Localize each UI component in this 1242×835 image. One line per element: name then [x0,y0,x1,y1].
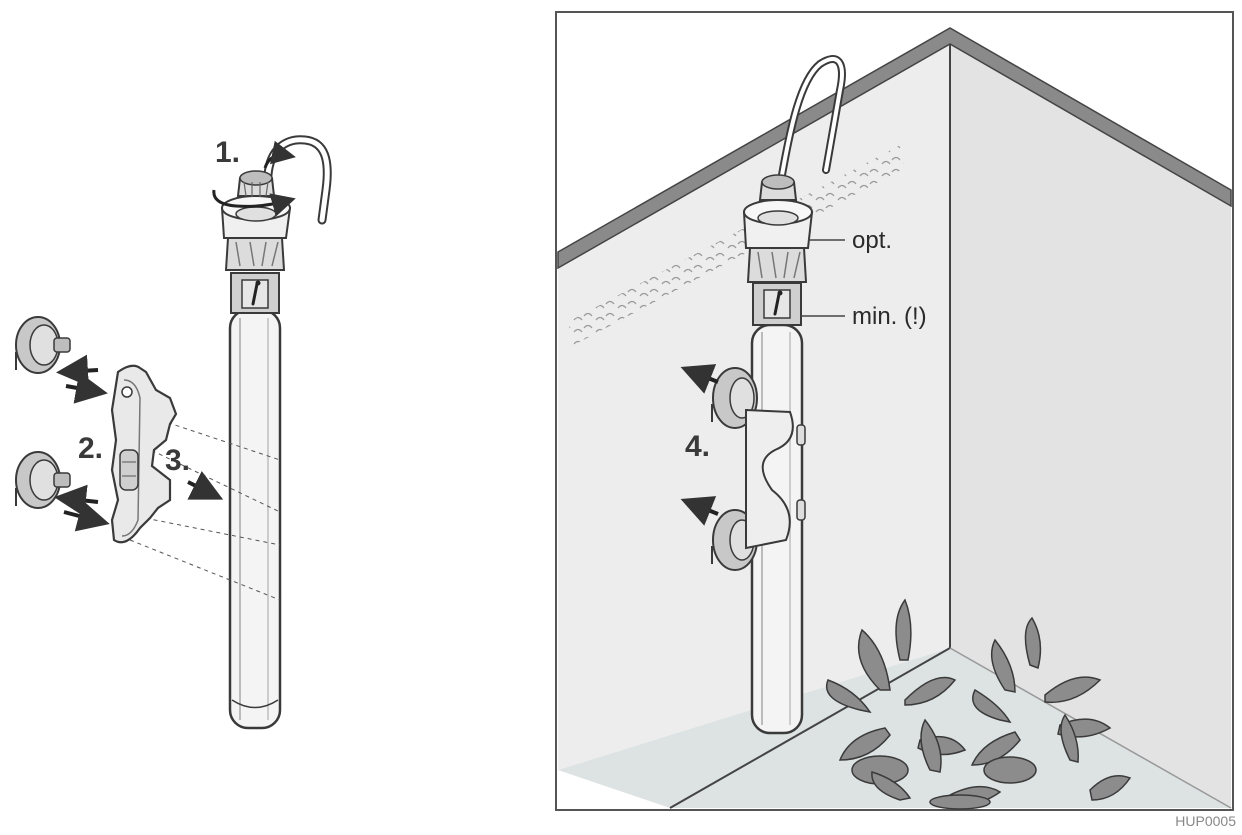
rotate-arrow-icon [263,140,296,169]
suction-cup-lower [15,451,71,509]
press-arrow-icon [680,496,719,526]
slide-arrow-icon [187,470,224,500]
figure-code: HUP0005 [1175,813,1236,829]
aquarium-rim [557,27,1232,270]
step-2-label: 2. [78,432,103,465]
rotate-arrow-icon [212,189,296,217]
aquarium-floor [558,648,1231,808]
aquarium-illustration: opt. min. (!) 4. [555,11,1234,811]
step-3-label: 3. [165,444,190,477]
holder-with-suction-cups [711,367,794,571]
aquarium-plants [826,598,1132,810]
min-water-level-label: min. (!) [852,303,927,330]
aquarium-right-wall [950,36,1231,808]
opt-water-level-label: opt. [852,227,892,254]
holder-clip [110,364,178,544]
assembly-illustration: 1. 2. 3. [15,135,332,730]
water-surface [568,145,905,345]
heater [212,140,296,730]
heater-tube [228,308,282,730]
step-1-label: 1. [215,136,240,169]
press-arrow-icon [680,364,719,394]
suction-cup-upper [15,316,71,374]
attach-arrows [54,354,110,532]
step-4-label: 4. [685,430,710,463]
holder-clip [745,408,794,550]
